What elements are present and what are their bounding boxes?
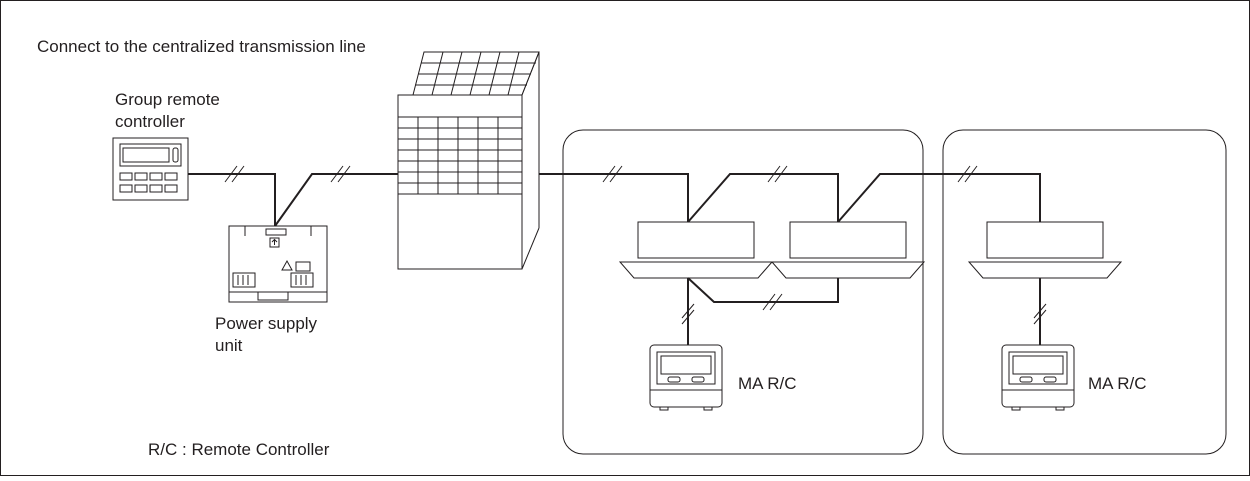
ma-remote-controller-1-icon [649, 344, 723, 411]
ma-remote-controller-1-label: MA R/C [738, 374, 797, 393]
legend-text: R/C : Remote Controller [148, 440, 330, 459]
group-remote-controller-icon [112, 137, 189, 201]
outdoor-unit-icon [397, 51, 540, 270]
ma-remote-controller-2-icon [1001, 344, 1075, 411]
power-supply-unit-label: Power supply unit [215, 313, 317, 357]
group-remote-controller-label-line-2: controller [115, 112, 185, 131]
indoor-group-box-1 [562, 129, 924, 455]
power-supply-unit-label-line-2: unit [215, 336, 243, 355]
indoor-group-box-2 [942, 129, 1227, 455]
indoor-unit-2-icon [770, 221, 926, 279]
group-remote-controller-label: Group remote controller [115, 89, 220, 133]
indoor-unit-1-icon [618, 221, 774, 279]
ma-remote-controller-2-label: MA R/C [1088, 374, 1147, 393]
indoor-unit-3-icon [967, 221, 1123, 279]
diagram-title: Connect to the centralized transmission … [37, 37, 366, 56]
wire-markers [224, 165, 1047, 325]
group-remote-controller-label-line-1: Group remote [115, 90, 220, 109]
power-supply-unit-label-line-1: Power supply [215, 314, 318, 333]
power-supply-unit-icon [228, 225, 328, 303]
